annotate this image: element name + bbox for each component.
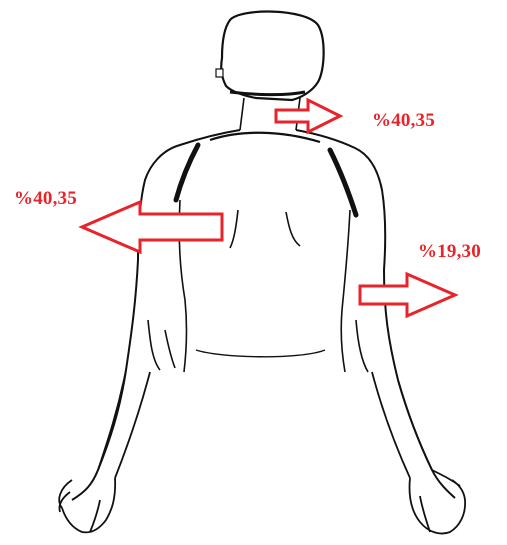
- ear-marker: [216, 69, 223, 77]
- left-scapula: [230, 210, 238, 248]
- neck-arrow: [276, 100, 340, 132]
- right-arm-percentage-label: %19,30: [418, 241, 481, 263]
- torso-outline-right: [296, 130, 455, 498]
- head-outline: [221, 12, 323, 100]
- upper-back-line: [210, 133, 320, 142]
- left-hand: [59, 478, 115, 532]
- neck-percentage-label: %40,35: [372, 110, 435, 132]
- left-shoulder-arrow: [82, 202, 222, 252]
- lower-back-line: [196, 350, 325, 357]
- right-scapula: [286, 212, 300, 246]
- left-trapezius-mark: [176, 145, 198, 200]
- neck-line: [230, 92, 305, 95]
- right-trapezius-mark: [330, 150, 356, 215]
- right-arm-arrow: [360, 274, 455, 316]
- right-forearm: [372, 372, 432, 478]
- torso-outline: [72, 130, 240, 500]
- left-shoulder-percentage-label: %40,35: [14, 188, 77, 210]
